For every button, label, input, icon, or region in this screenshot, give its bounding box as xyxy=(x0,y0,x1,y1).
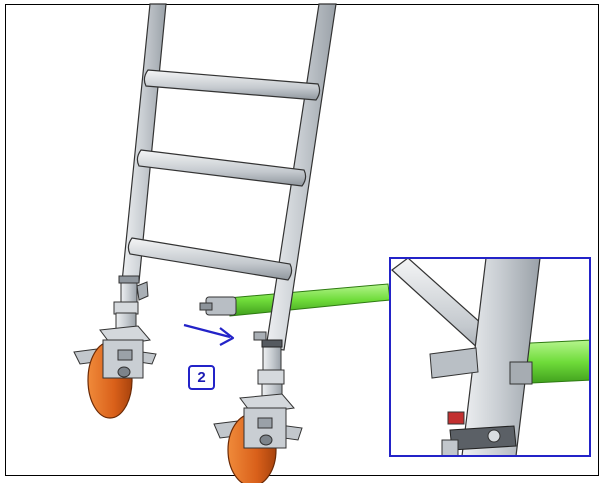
illustration-frame xyxy=(5,4,599,476)
detail-inset xyxy=(389,257,591,457)
pointer-arrow-icon xyxy=(183,323,235,346)
left-caster-assembly xyxy=(73,275,157,419)
detail-inset-border xyxy=(389,257,591,457)
right-caster-assembly xyxy=(213,331,303,483)
step-number-badge: 2 xyxy=(188,365,215,390)
ladder-rungs xyxy=(127,69,321,281)
brake-lever-icon xyxy=(253,331,267,341)
brace-tube xyxy=(199,283,391,317)
